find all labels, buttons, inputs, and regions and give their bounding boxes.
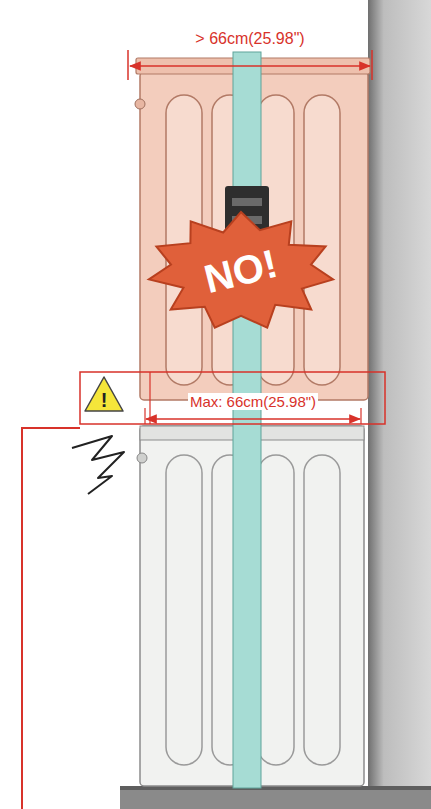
- starburst-outline: [149, 212, 333, 328]
- no-starburst: NO!: [148, 212, 334, 330]
- warning-mark: !: [101, 390, 108, 410]
- warning-zigzag: [72, 436, 124, 494]
- dimension-label: Max: 66cm(25.98"): [188, 393, 318, 410]
- strap: [233, 52, 261, 788]
- wall: [368, 0, 431, 790]
- leader-line: [22, 428, 80, 809]
- width-dimension-over: [128, 50, 372, 80]
- floor: [120, 786, 431, 809]
- max-width-callout: [80, 372, 385, 424]
- warning-triangle: !: [84, 376, 124, 412]
- triangle-outline: [85, 377, 123, 411]
- dimension-label: > 66cm(25.98"): [193, 30, 306, 48]
